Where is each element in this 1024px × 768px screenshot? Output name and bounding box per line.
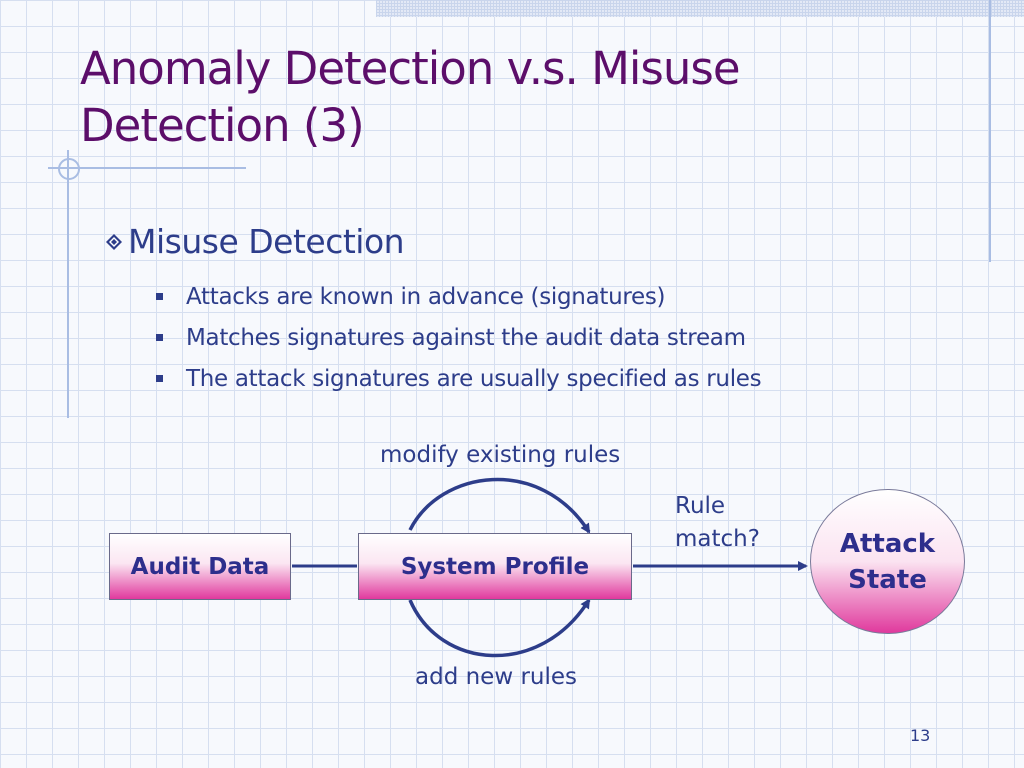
- list-item: The attack signatures are usually specif…: [156, 358, 762, 399]
- title-line-2: Detection (3): [80, 99, 365, 152]
- add-rules-label: add new rules: [415, 664, 578, 690]
- page-number: 13: [910, 726, 931, 745]
- edge-add-loop: [408, 598, 591, 658]
- decorative-top-band: [376, 0, 1024, 17]
- bullet-list: Attacks are known in advance (signatures…: [156, 276, 762, 399]
- rule-match-label: Rule match?: [675, 490, 760, 556]
- list-item-text: The attack signatures are usually specif…: [186, 365, 762, 392]
- audit-data-node: Audit Data: [109, 533, 291, 600]
- list-item: Attacks are known in advance (signatures…: [156, 276, 761, 317]
- audit-data-label: Audit Data: [130, 553, 270, 580]
- decorative-title-underline: [48, 167, 246, 169]
- rule-match-line2: match?: [675, 526, 760, 552]
- list-item-text: Attacks are known in advance (signatures…: [186, 283, 666, 310]
- title-line-1: Anomaly Detection v.s. Misuse: [80, 42, 741, 95]
- section-heading: Misuse Detection: [128, 222, 405, 261]
- diamond-bullet-icon: [106, 233, 122, 250]
- attack-state-label-line1: Attack: [839, 528, 936, 559]
- list-item: Matches signatures against the audit dat…: [156, 317, 761, 358]
- heading-bullet: Misuse Detection: [106, 222, 405, 261]
- modify-rules-label: modify existing rules: [380, 442, 621, 468]
- edge-modify-loop: [408, 477, 591, 534]
- list-item-text: Matches signatures against the audit dat…: [186, 324, 746, 351]
- attack-state-node: Attack State: [810, 489, 965, 634]
- attack-state-label-line2: State: [848, 564, 927, 595]
- square-bullet-icon: [156, 375, 163, 382]
- decorative-crosshair-circle: [58, 158, 80, 180]
- square-bullet-icon: [156, 293, 163, 300]
- decorative-right-vline: [989, 0, 991, 262]
- decorative-left-vline: [67, 150, 69, 418]
- square-bullet-icon: [156, 334, 163, 341]
- rule-match-line1: Rule: [675, 493, 726, 519]
- system-profile-label: System Profile: [400, 553, 590, 580]
- system-profile-node: System Profile: [358, 533, 632, 600]
- slide-title: Anomaly Detection v.s. Misuse Detection …: [80, 40, 840, 154]
